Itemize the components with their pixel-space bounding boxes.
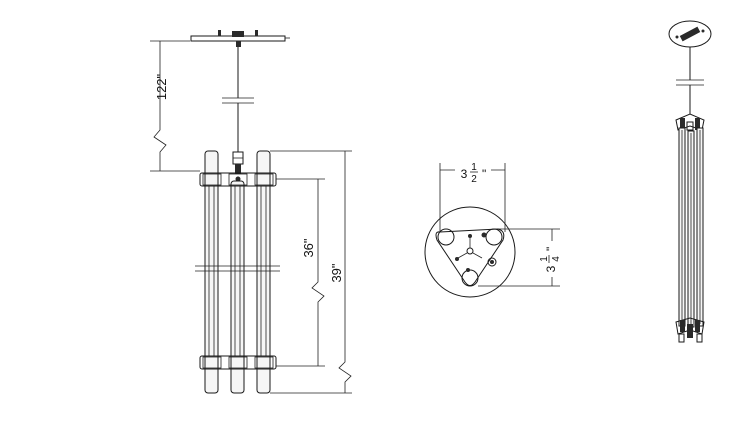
depth-denominator: 4 [551,256,562,262]
perspective-bottom-hardware [675,317,705,343]
depth-numerator: 1 [539,256,550,262]
canopy-outline-circle [424,206,516,298]
overall-height-dimension: 39" [270,150,352,394]
width-denominator: 2 [471,174,477,185]
side-perspective-view [668,20,712,343]
triangular-plate [435,228,505,287]
perspective-canopy [668,20,712,48]
tube-break-marks [195,265,280,272]
width-unit: " [482,167,486,181]
front-elevation-view: 122" 36" 39" [150,30,352,394]
tube-height-label: 36" [301,238,316,257]
depth-unit: " [544,247,558,251]
width-dimension: 3 1 2 " [439,160,506,232]
perspective-cable [676,47,704,114]
top-collar [199,172,277,187]
width-whole: 3 [461,167,468,181]
drop-dimension-label: 122" [154,73,169,100]
suspension-cable [222,47,254,152]
drop-dimension: 122" [150,40,200,172]
depth-whole: 3 [544,265,558,272]
bottom-collar [199,355,277,370]
top-plan-view: 3 1 2 " [424,160,562,298]
tube-height-dimension: 36" [276,178,325,367]
ceiling-canopy [190,30,290,47]
perspective-tubes [678,127,704,328]
light-tubes [204,150,271,394]
connector-hub [232,151,244,182]
depth-dimension: 3 1 4 " [478,228,562,287]
overall-height-label: 39" [329,263,344,282]
width-numerator: 1 [471,162,477,173]
